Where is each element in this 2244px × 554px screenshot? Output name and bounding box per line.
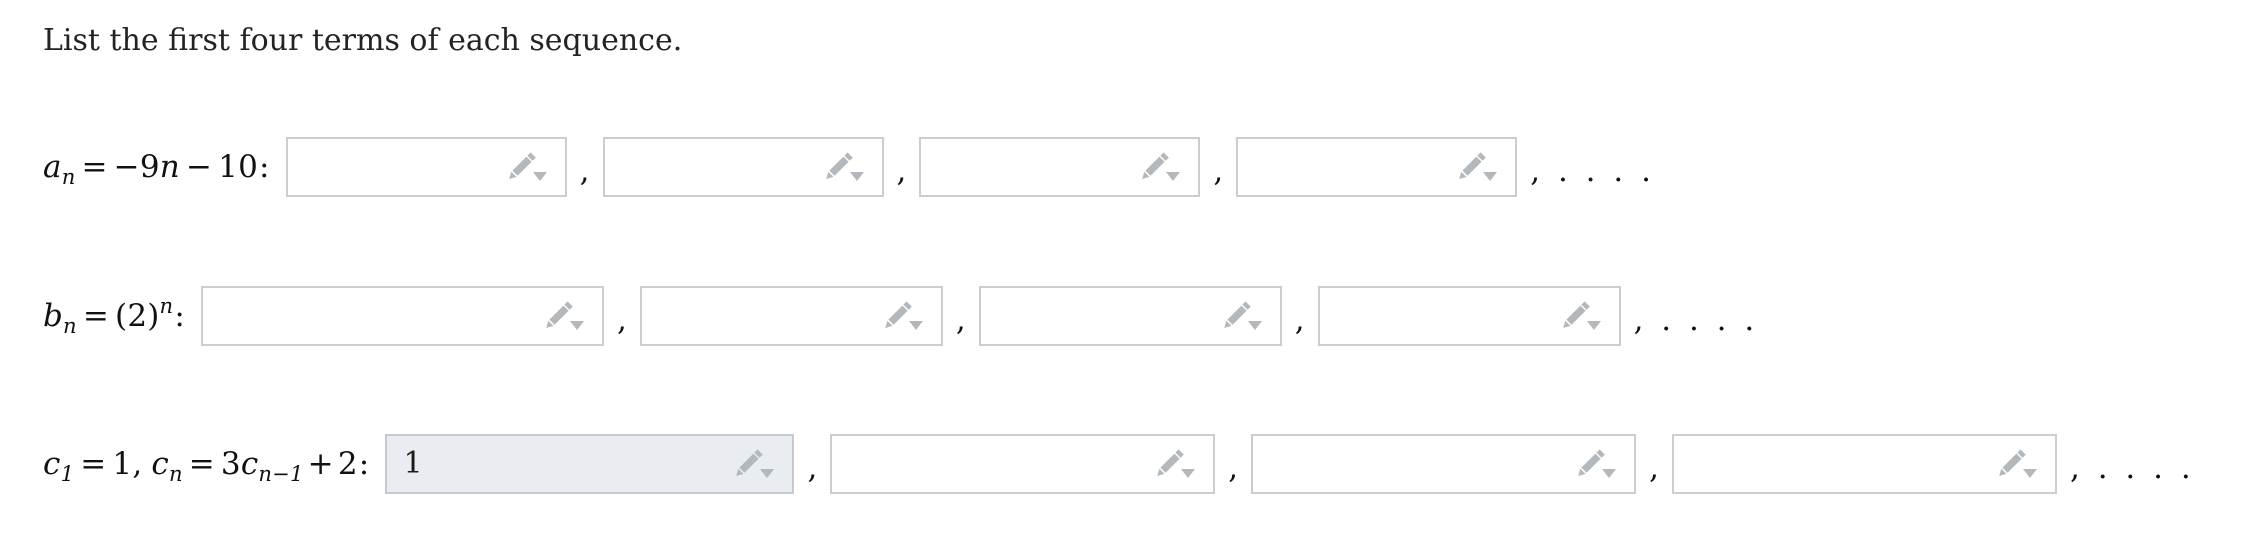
pencil-icon[interactable] — [1220, 299, 1266, 333]
pencil-icon[interactable] — [1455, 150, 1501, 184]
formula-exponent: n — [159, 293, 174, 318]
answer-box-filled[interactable]: 1 — [385, 434, 795, 494]
separator-comma: , — [896, 152, 907, 189]
formula-variable: a — [43, 149, 62, 185]
answer-box[interactable] — [978, 286, 1282, 346]
formula-variable-3: c — [240, 446, 259, 482]
pencil-icon[interactable] — [1138, 150, 1184, 184]
formula-close-paren: ) — [147, 298, 160, 334]
formula-variable-1: c — [43, 446, 61, 482]
formula-initial-value: 1 — [112, 446, 133, 482]
page-title: List the first four terms of each sequen… — [43, 23, 683, 58]
separator-comma: , — [579, 152, 590, 189]
ellipsis-tail: , . . . . — [2070, 449, 2195, 486]
separator-comma: , — [1213, 152, 1224, 189]
separator-comma: , — [1649, 449, 1660, 486]
formula-plus: + — [307, 446, 334, 482]
formula-coefficient: 3 — [220, 446, 241, 482]
formula-colon: : — [174, 298, 185, 334]
answer-box[interactable] — [285, 137, 567, 197]
formula-variable-2: c — [151, 446, 169, 482]
formula-n: n — [159, 149, 180, 185]
answer-box[interactable] — [830, 434, 1216, 494]
pencil-icon[interactable] — [505, 150, 551, 184]
answer-box[interactable] — [602, 137, 884, 197]
answer-value: 1 — [403, 446, 423, 481]
formula-negative-sign: − — [113, 149, 140, 185]
answer-box[interactable] — [200, 286, 604, 346]
formula-subscript-2: n — [168, 461, 183, 486]
formula-subscript: n — [63, 313, 77, 338]
separator-comma: , — [1228, 449, 1239, 486]
pencil-icon[interactable] — [1153, 447, 1199, 481]
formula-subscript-3: n−1 — [258, 461, 304, 486]
formula-variable: b — [43, 298, 64, 334]
formula-subscript-1: 1 — [60, 461, 75, 486]
pencil-icon[interactable] — [542, 299, 588, 333]
pencil-icon[interactable] — [822, 150, 868, 184]
formula-equals: = — [82, 298, 110, 334]
answer-box[interactable] — [1236, 137, 1518, 197]
pencil-icon[interactable] — [881, 299, 927, 333]
answer-box[interactable] — [1317, 286, 1621, 346]
pencil-icon[interactable] — [1574, 447, 1620, 481]
formula-equals-1: = — [80, 446, 107, 482]
formula-colon: : — [259, 149, 270, 185]
ellipsis-tail: , . . . . — [1530, 152, 1655, 189]
answer-box[interactable] — [639, 286, 943, 346]
ellipsis-tail: , . . . . — [1633, 301, 1759, 338]
separator-comma: , — [955, 301, 966, 338]
formula-coefficient: 9 — [139, 149, 160, 185]
pencil-icon[interactable] — [1995, 447, 2041, 481]
separator-comma: , — [1294, 301, 1305, 338]
formula-equals: = — [81, 149, 108, 185]
answer-box[interactable] — [1251, 434, 1637, 494]
formula-subscript: n — [61, 164, 76, 189]
separator-comma: , — [616, 301, 627, 338]
pencil-icon[interactable] — [732, 447, 778, 481]
formula-open-paren: ( — [115, 298, 128, 334]
answer-box[interactable] — [1672, 434, 2058, 494]
pencil-icon[interactable] — [1559, 299, 1605, 333]
separator-comma: , — [807, 449, 818, 486]
formula-constant: 10 — [218, 149, 258, 185]
formula-base: 2 — [127, 298, 148, 334]
formula-equals-2: = — [188, 446, 215, 482]
formula-colon: : — [358, 446, 370, 482]
answer-box[interactable] — [919, 137, 1201, 197]
formula-constant: 2 — [337, 446, 358, 482]
formula-comma: , — [132, 446, 143, 482]
formula-minus: − — [185, 149, 213, 185]
